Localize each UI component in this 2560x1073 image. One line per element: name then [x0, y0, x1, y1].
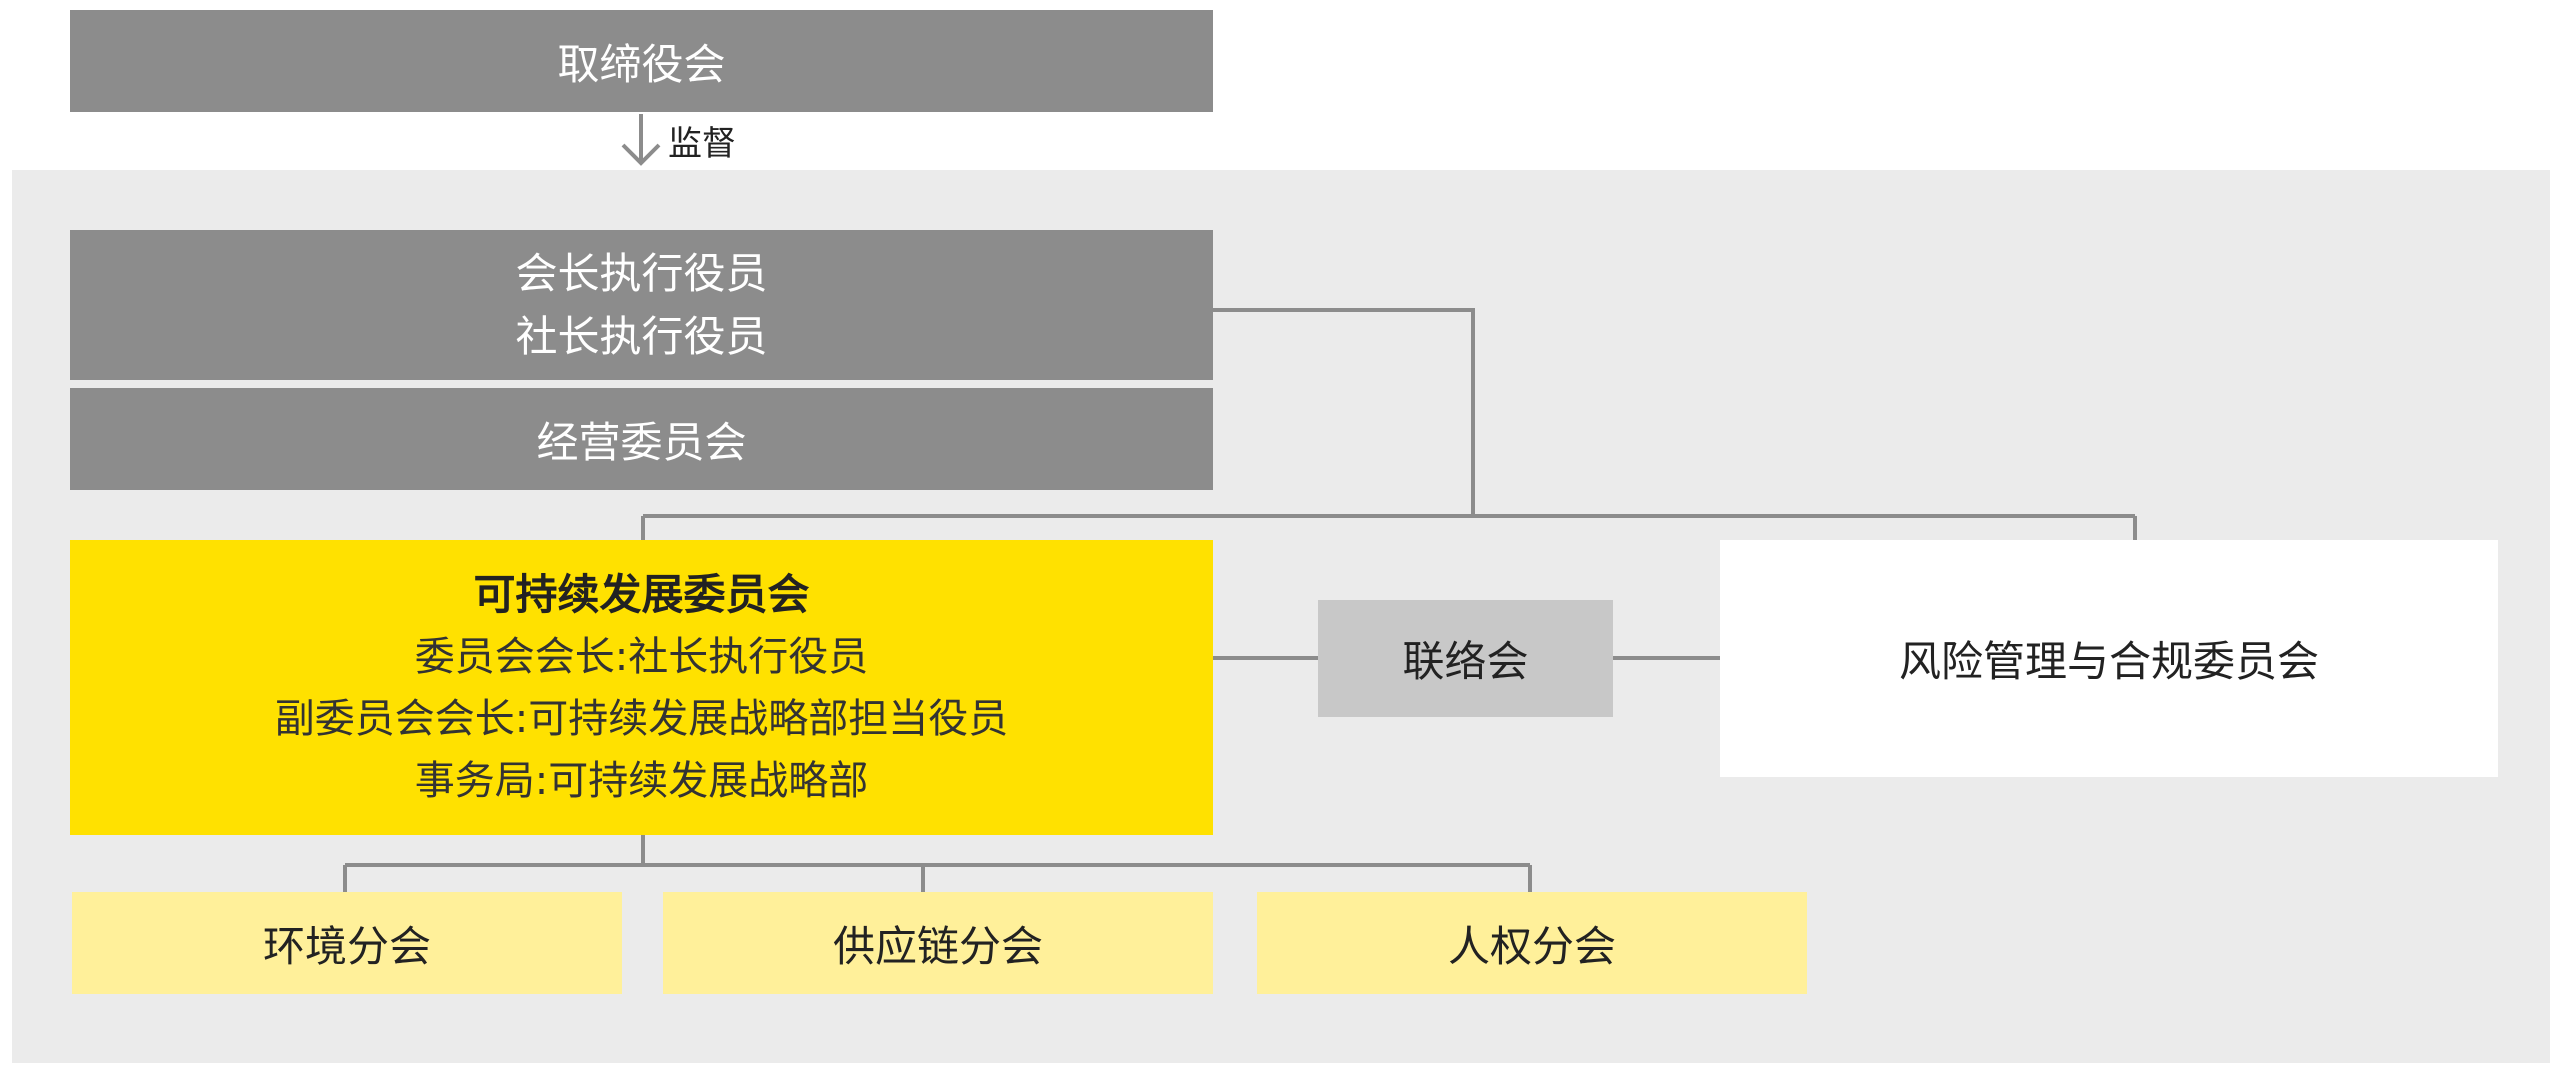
management-committee-box: 经营委员会 [70, 388, 1213, 490]
liaison-box: 联络会 [1318, 600, 1613, 717]
sustainability-committee-box: 可持续发展委员会 委员会会长:社长执行役员 副委员会会长:可持续发展战略部担当役… [70, 540, 1213, 835]
risk-compliance-committee-box: 风险管理与合规委员会 [1720, 540, 2498, 777]
supervise-label: 监督 [668, 124, 736, 164]
executives-box: 会长执行役员 社长执行役员 [70, 230, 1213, 380]
environment-subcommittee-box: 环境分会 [72, 892, 622, 994]
executives-line-1: 会长执行役员 [515, 249, 768, 298]
supply-chain-subcommittee-box: 供应链分会 [663, 892, 1213, 994]
sustainability-committee-secretariat: 事务局:可持续发展战略部 [414, 757, 869, 804]
human-rights-subcommittee-label: 人权分会 [1447, 921, 1616, 971]
management-committee-label: 经营委员会 [536, 417, 747, 467]
sustainability-committee-title: 可持续发展委员会 [473, 569, 810, 619]
executives-line-2: 社长执行役员 [515, 312, 768, 361]
sustainability-committee-chair: 委员会会长:社长执行役员 [414, 633, 869, 680]
executives-connector [1213, 308, 1475, 516]
supply-chain-subcommittee-label: 供应链分会 [832, 921, 1043, 971]
board-of-directors-box: 取缔役会 [70, 10, 1213, 112]
sustainability-committee-vice-chair: 副委员会会长:可持续发展战略部担当役员 [274, 695, 1009, 742]
supervise-arrow-head [621, 143, 661, 166]
human-rights-subcommittee-box: 人权分会 [1257, 892, 1807, 994]
risk-compliance-committee-label: 风险管理与合规委员会 [1898, 637, 2319, 686]
liaison-label: 联络会 [1402, 637, 1529, 686]
environment-subcommittee-label: 环境分会 [262, 921, 431, 971]
board-label: 取缔役会 [557, 39, 726, 89]
